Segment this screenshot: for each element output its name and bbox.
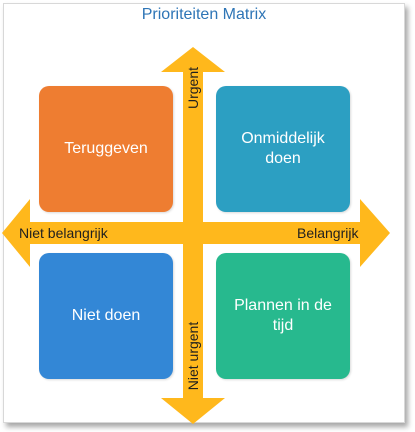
quadrant-bottom-right-label: Plannen in de tijd: [234, 297, 332, 334]
quadrant-top-right: Onmiddelijk doen: [216, 86, 350, 212]
axis-label-top: Urgent: [185, 66, 201, 110]
axis-label-bottom: Niet urgent: [185, 321, 201, 391]
quadrant-bottom-right: Plannen in de tijd: [216, 253, 350, 379]
horizontal-axis-arrow: [2, 199, 390, 267]
quadrant-top-right-label: Onmiddelijk doen: [241, 130, 325, 167]
quadrant-bottom-left-label: Niet doen: [71, 307, 141, 324]
quadrant-top-left: Teruggeven: [39, 86, 173, 212]
diagram-title: Prioriteiten Matrix: [141, 6, 267, 23]
quadrant-top-left-label: Teruggeven: [64, 140, 148, 157]
axis-label-right: Belangrijk: [297, 225, 359, 241]
axis-label-left: Niet belangrijk: [19, 225, 108, 241]
quadrant-bottom-left: Niet doen: [39, 253, 173, 379]
